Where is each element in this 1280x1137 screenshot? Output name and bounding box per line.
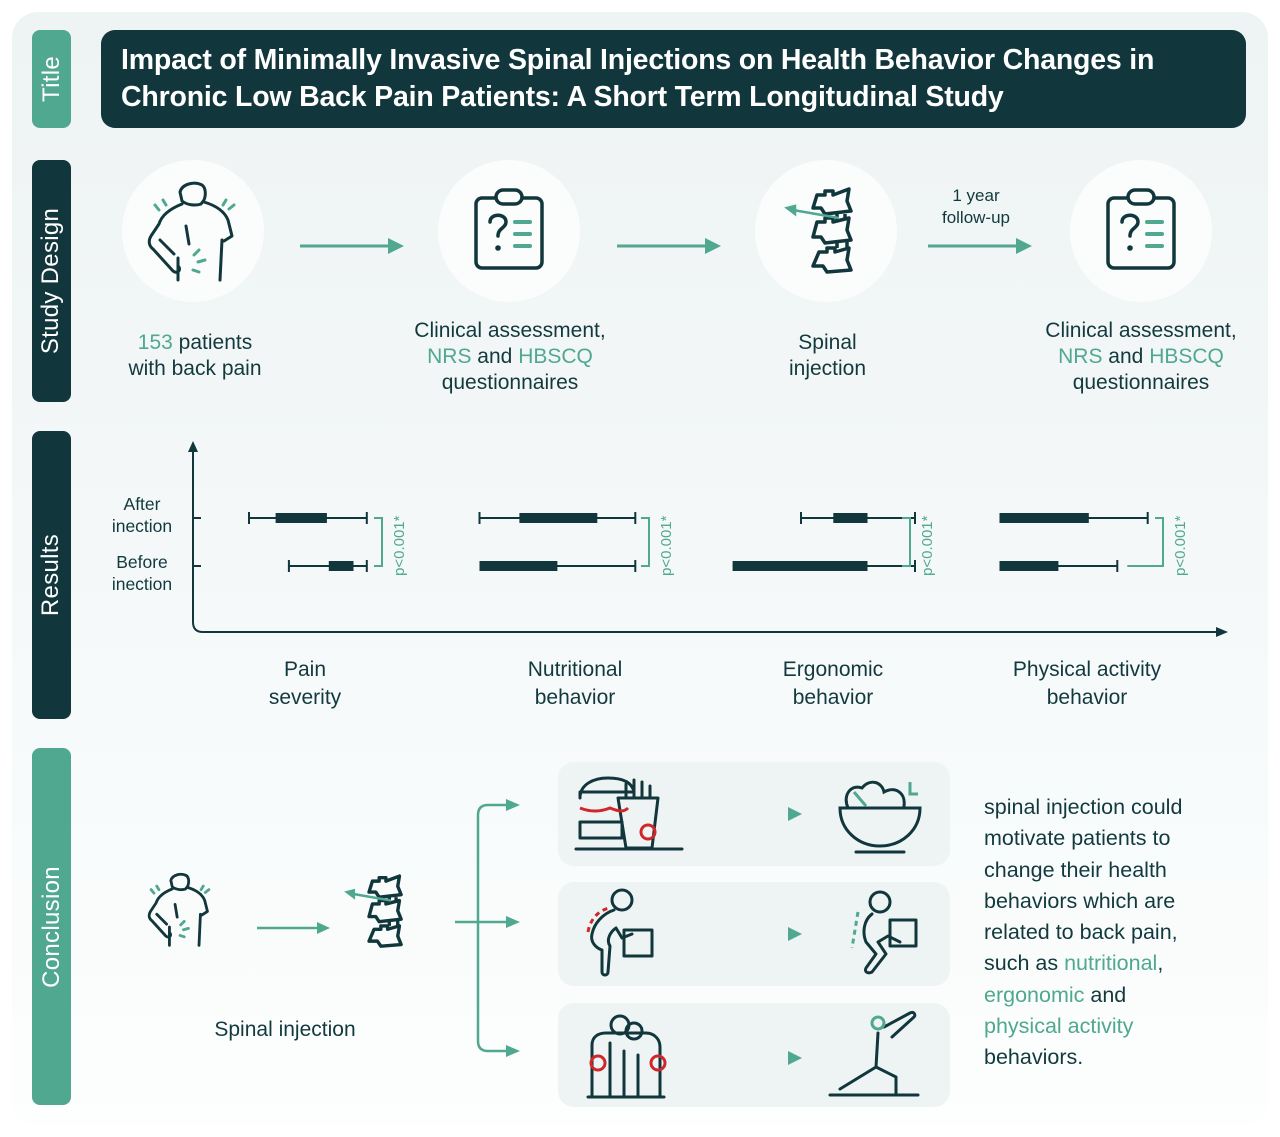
section-tab-results-label: Results — [37, 533, 65, 617]
followup-line-1: 1 year — [952, 186, 1000, 205]
flow-arrow-2 — [617, 238, 721, 254]
conclusion-line-6a: such as — [984, 951, 1065, 976]
category-label-physical: Physical activity behavior — [967, 656, 1207, 712]
conclusion-line-2: motivate patients to — [984, 826, 1171, 851]
section-tab-conclusion: Conclusion — [32, 748, 71, 1105]
conclusion-line-6c: , — [1157, 951, 1164, 976]
step-1-label: 153 patients with back pain — [100, 330, 290, 382]
step-3-text-2: injection — [788, 357, 867, 380]
step-4-and: and — [1102, 345, 1150, 368]
bent-lifting-icon — [590, 888, 654, 977]
clipboard-questionnaire-icon — [1106, 188, 1176, 270]
squat-lifting-icon — [862, 890, 918, 975]
conclusion-spinal-label: Spinal injection — [214, 1018, 356, 1041]
physical-activity-change-graphic — [586, 1011, 920, 1099]
followup-line-2: follow-up — [941, 208, 1011, 227]
followup-label: 1 year follow-up — [920, 185, 1032, 229]
y-tick-label-before: Before inection — [98, 551, 186, 595]
section-tab-study-design: Study Design — [32, 160, 71, 402]
step-1-text: patients — [172, 331, 253, 354]
section-tab-study-design-label: Study Design — [37, 207, 65, 355]
section-tab-results: Results — [32, 431, 71, 719]
title-line-2: Chronic Low Back Pain Patients: A Short … — [121, 81, 1004, 113]
conclusion-highlight-nutritional: nutritional — [1064, 951, 1158, 976]
conclusion-line-7b: and — [1084, 982, 1127, 1007]
category-label-physical-1: Physical activity — [1012, 658, 1162, 681]
category-label-pain-1: Pain — [283, 658, 327, 681]
back-pain-person-icon — [147, 181, 236, 282]
step-2-text-1: Clinical assessment, — [414, 319, 606, 342]
step-1-circle — [122, 160, 264, 302]
category-label-nutritional-1: Nutritional — [527, 658, 623, 681]
salad-bowl-icon — [838, 780, 922, 854]
conclusion-line-5: related to back pain, — [984, 920, 1178, 945]
title-line-1: Impact of Minimally Invasive Spinal Inje… — [121, 44, 1155, 76]
section-tab-title: Title — [32, 30, 71, 128]
behavior-card-physical-activity — [558, 1003, 950, 1107]
conclusion-statement: spinal injection could motivate patients… — [984, 792, 1224, 1074]
step-4-text-3: questionnaires — [1072, 371, 1210, 394]
category-label-pain-2: severity — [268, 686, 342, 709]
nutritional-change-graphic — [574, 776, 922, 854]
category-label-ergonomic-1: Ergonomic — [782, 658, 884, 681]
hbscq-label: HBSCQ — [1149, 345, 1224, 368]
hbscq-label: HBSCQ — [518, 345, 593, 368]
conclusion-highlight-physical-activity: physical activity — [984, 1014, 1134, 1039]
flow-arrow-1 — [300, 238, 404, 254]
step-2-and: and — [471, 345, 519, 368]
y-tick-label-after-2: inection — [111, 516, 173, 536]
nrs-label: NRS — [427, 345, 472, 368]
conclusion-line-3: change their health — [984, 857, 1167, 882]
step-3-text-1: Spinal — [798, 331, 857, 354]
conclusion-line-4: behaviors which are — [984, 888, 1176, 913]
step-3-circle — [755, 160, 897, 302]
y-tick-label-before-1: Before — [116, 552, 168, 572]
clipboard-questionnaire-icon — [474, 188, 544, 270]
step-4-circle — [1070, 160, 1212, 302]
flow-arrow-3 — [928, 238, 1032, 254]
section-tab-title-label: Title — [37, 56, 65, 102]
y-tick-label-after: After inection — [98, 493, 186, 537]
section-tab-conclusion-label: Conclusion — [37, 865, 65, 988]
spine-injection-icon — [344, 874, 403, 948]
conclusion-line-1: spinal injection could — [984, 795, 1183, 819]
nrs-label: NRS — [1058, 345, 1103, 368]
ergonomic-change-graphic — [586, 888, 918, 977]
category-label-pain: Pain severity — [185, 656, 425, 712]
step-2-label: Clinical assessment, NRS and HBSCQ quest… — [400, 318, 620, 396]
back-pain-person-icon — [147, 872, 211, 947]
stretching-exercise-icon — [828, 1011, 920, 1097]
conclusion-arrow-1 — [257, 922, 330, 934]
category-label-nutritional: Nutritional behavior — [455, 656, 695, 712]
y-tick-label-before-2: inection — [111, 574, 173, 594]
step-4-label: Clinical assessment, NRS and HBSCQ quest… — [1030, 318, 1252, 396]
category-label-physical-2: behavior — [1046, 686, 1128, 709]
page-title: Impact of Minimally Invasive Spinal Inje… — [101, 30, 1246, 128]
step-1-text-2: with back pain — [128, 357, 262, 380]
patient-count: 153 — [137, 331, 173, 354]
category-label-ergonomic: Ergonomic behavior — [713, 656, 953, 712]
burger-fries-icon — [574, 776, 684, 851]
behavior-card-ergonomic — [558, 882, 950, 986]
y-tick-label-after-1: After — [123, 494, 161, 514]
conclusion-line-9: behaviors. — [984, 1045, 1084, 1070]
step-4-text-1: Clinical assessment, — [1045, 319, 1237, 342]
step-2-circle — [438, 160, 580, 302]
category-label-nutritional-2: behavior — [534, 686, 616, 709]
category-label-ergonomic-2: behavior — [792, 686, 874, 709]
step-3-label: Spinal injection — [740, 330, 915, 382]
spine-injection-icon — [784, 187, 853, 274]
step-2-text-3: questionnaires — [441, 371, 579, 394]
branch-arrows — [455, 799, 520, 1057]
conclusion-highlight-ergonomic: ergonomic — [984, 982, 1085, 1007]
behavior-card-nutritional — [558, 762, 950, 866]
couch-potato-icon — [586, 1014, 666, 1099]
